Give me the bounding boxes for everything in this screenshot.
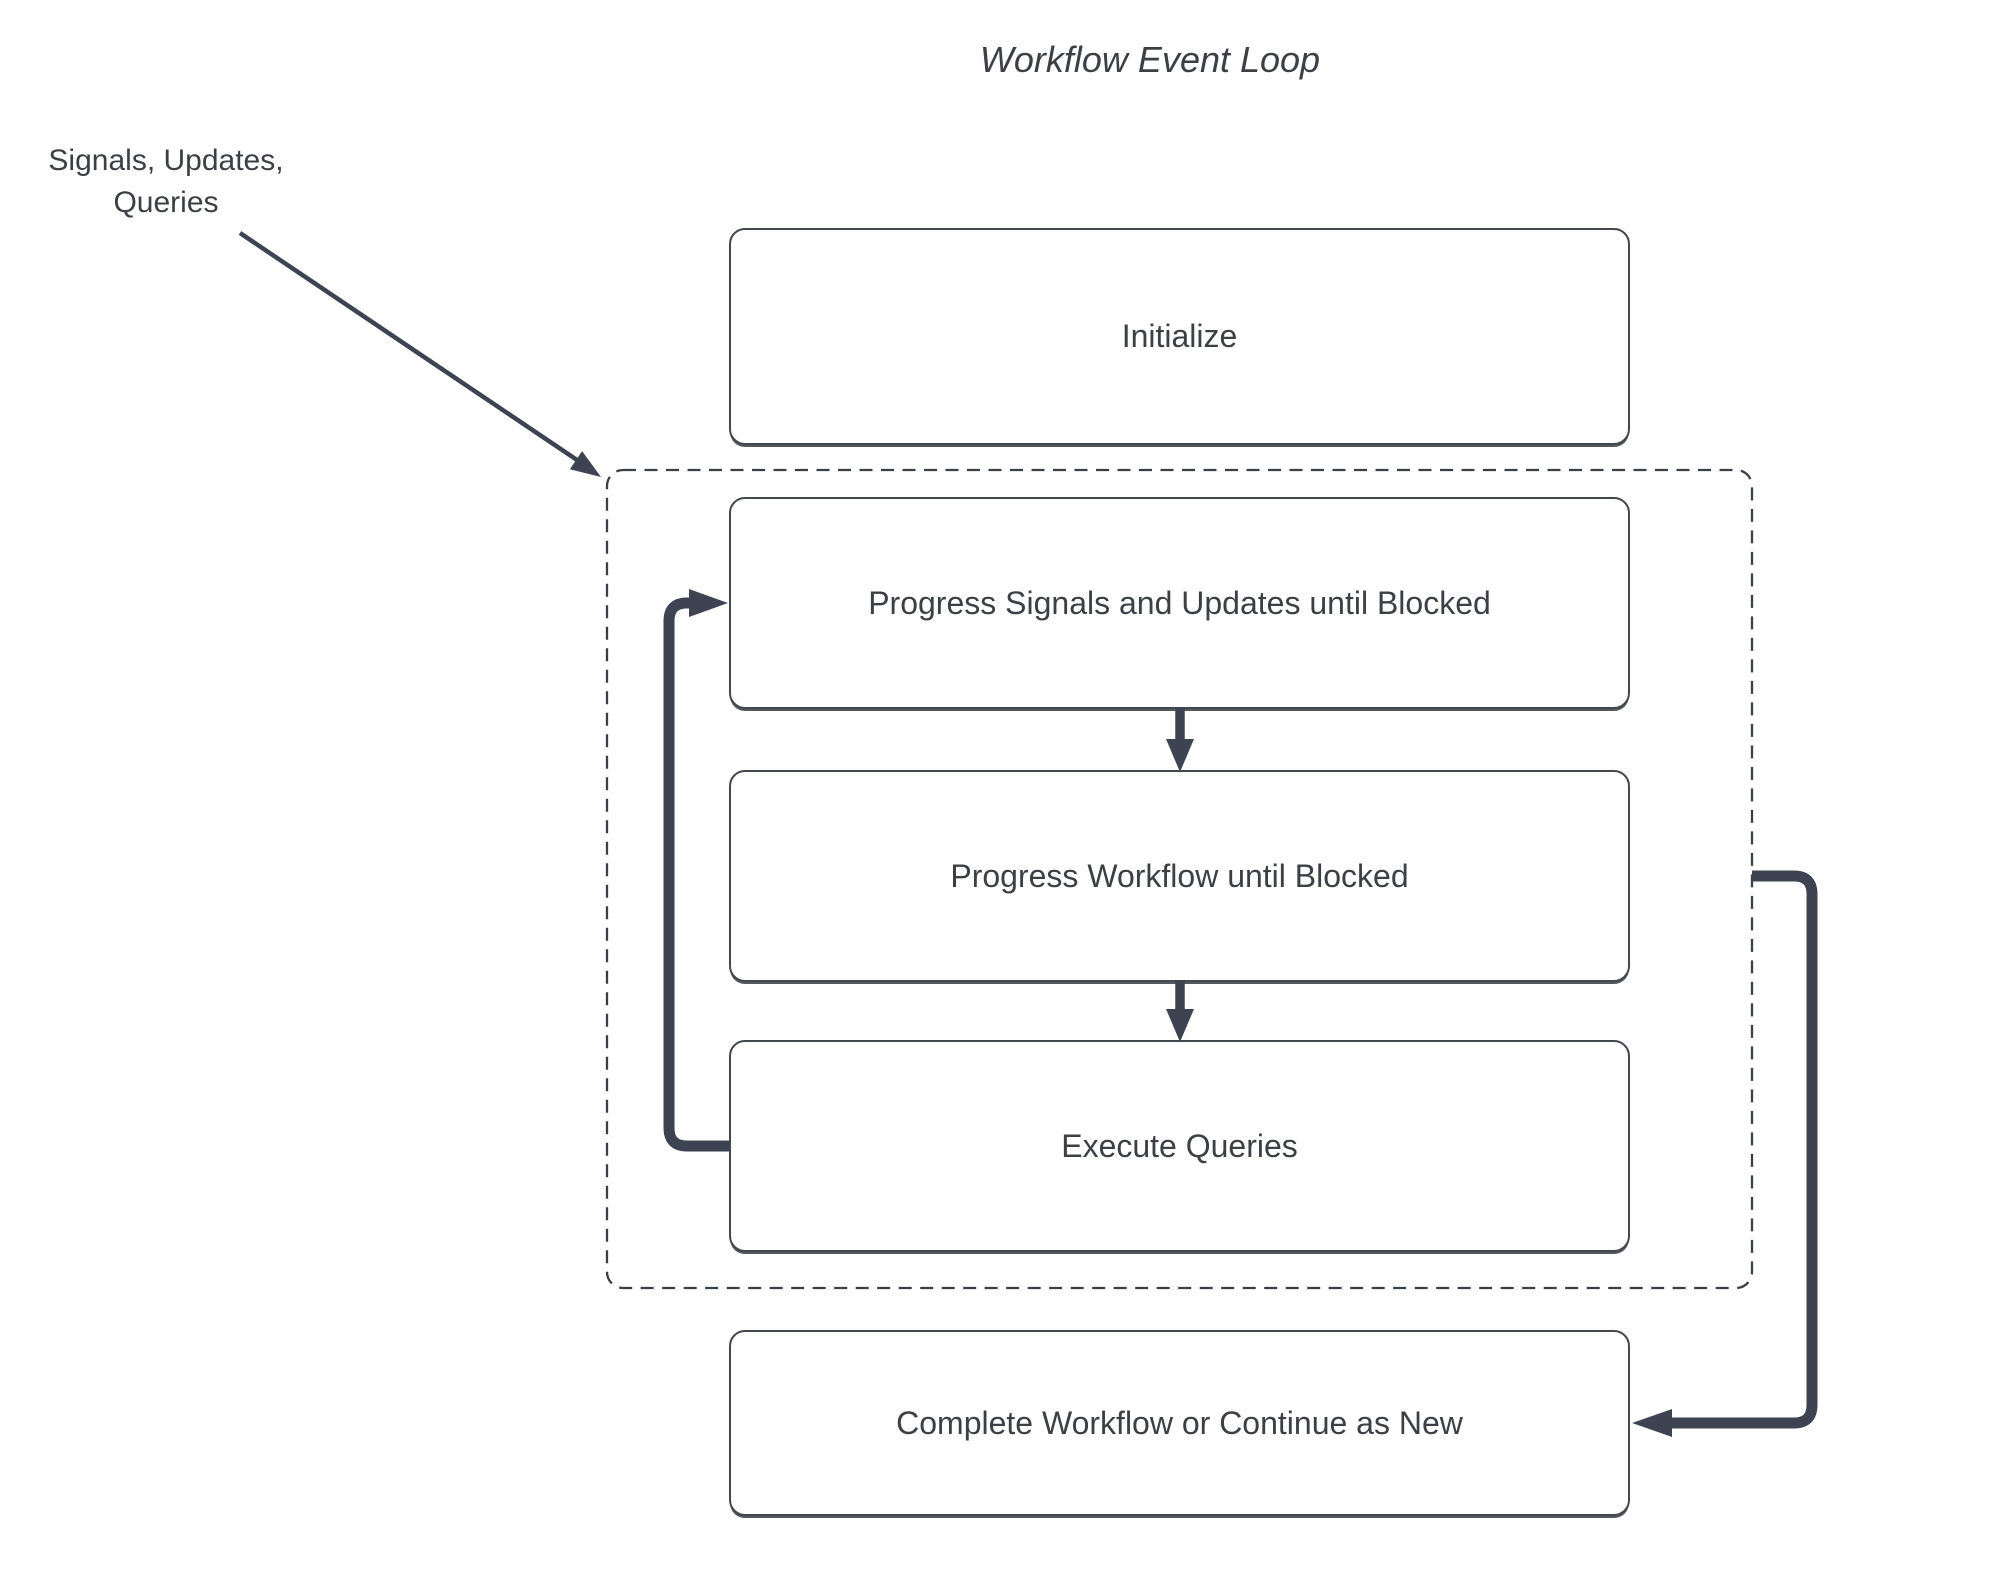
external-inputs-line2: Queries — [113, 186, 219, 219]
node-progress-workflow-label: Progress Workflow until Blocked — [950, 857, 1409, 894]
diagram-title: Workflow Event Loop — [979, 39, 1321, 80]
node-execute-queries: Execute Queries — [729, 1040, 1630, 1252]
external-inputs-line1: Signals, Updates, — [48, 144, 284, 177]
edge-queries-loop-back — [663, 589, 729, 1152]
node-complete-workflow-label: Complete Workflow or Continue as New — [896, 1404, 1463, 1441]
edge-group-to-complete — [1632, 870, 1818, 1437]
node-execute-queries-label: Execute Queries — [1061, 1127, 1298, 1164]
edge-inputs-to-group — [238, 231, 601, 477]
external-inputs-label: Signals, Updates, Queries — [20, 140, 312, 224]
node-progress-workflow: Progress Workflow until Blocked — [729, 770, 1630, 982]
edge-signals-to-workflow — [1166, 707, 1194, 772]
node-complete-workflow: Complete Workflow or Continue as New — [729, 1330, 1630, 1516]
node-progress-signals-updates-label: Progress Signals and Updates until Block… — [868, 584, 1491, 621]
edge-workflow-to-queries — [1166, 980, 1194, 1042]
node-progress-signals-updates: Progress Signals and Updates until Block… — [729, 497, 1630, 709]
node-initialize-label: Initialize — [1121, 318, 1238, 354]
node-initialize: Initialize — [729, 228, 1630, 445]
